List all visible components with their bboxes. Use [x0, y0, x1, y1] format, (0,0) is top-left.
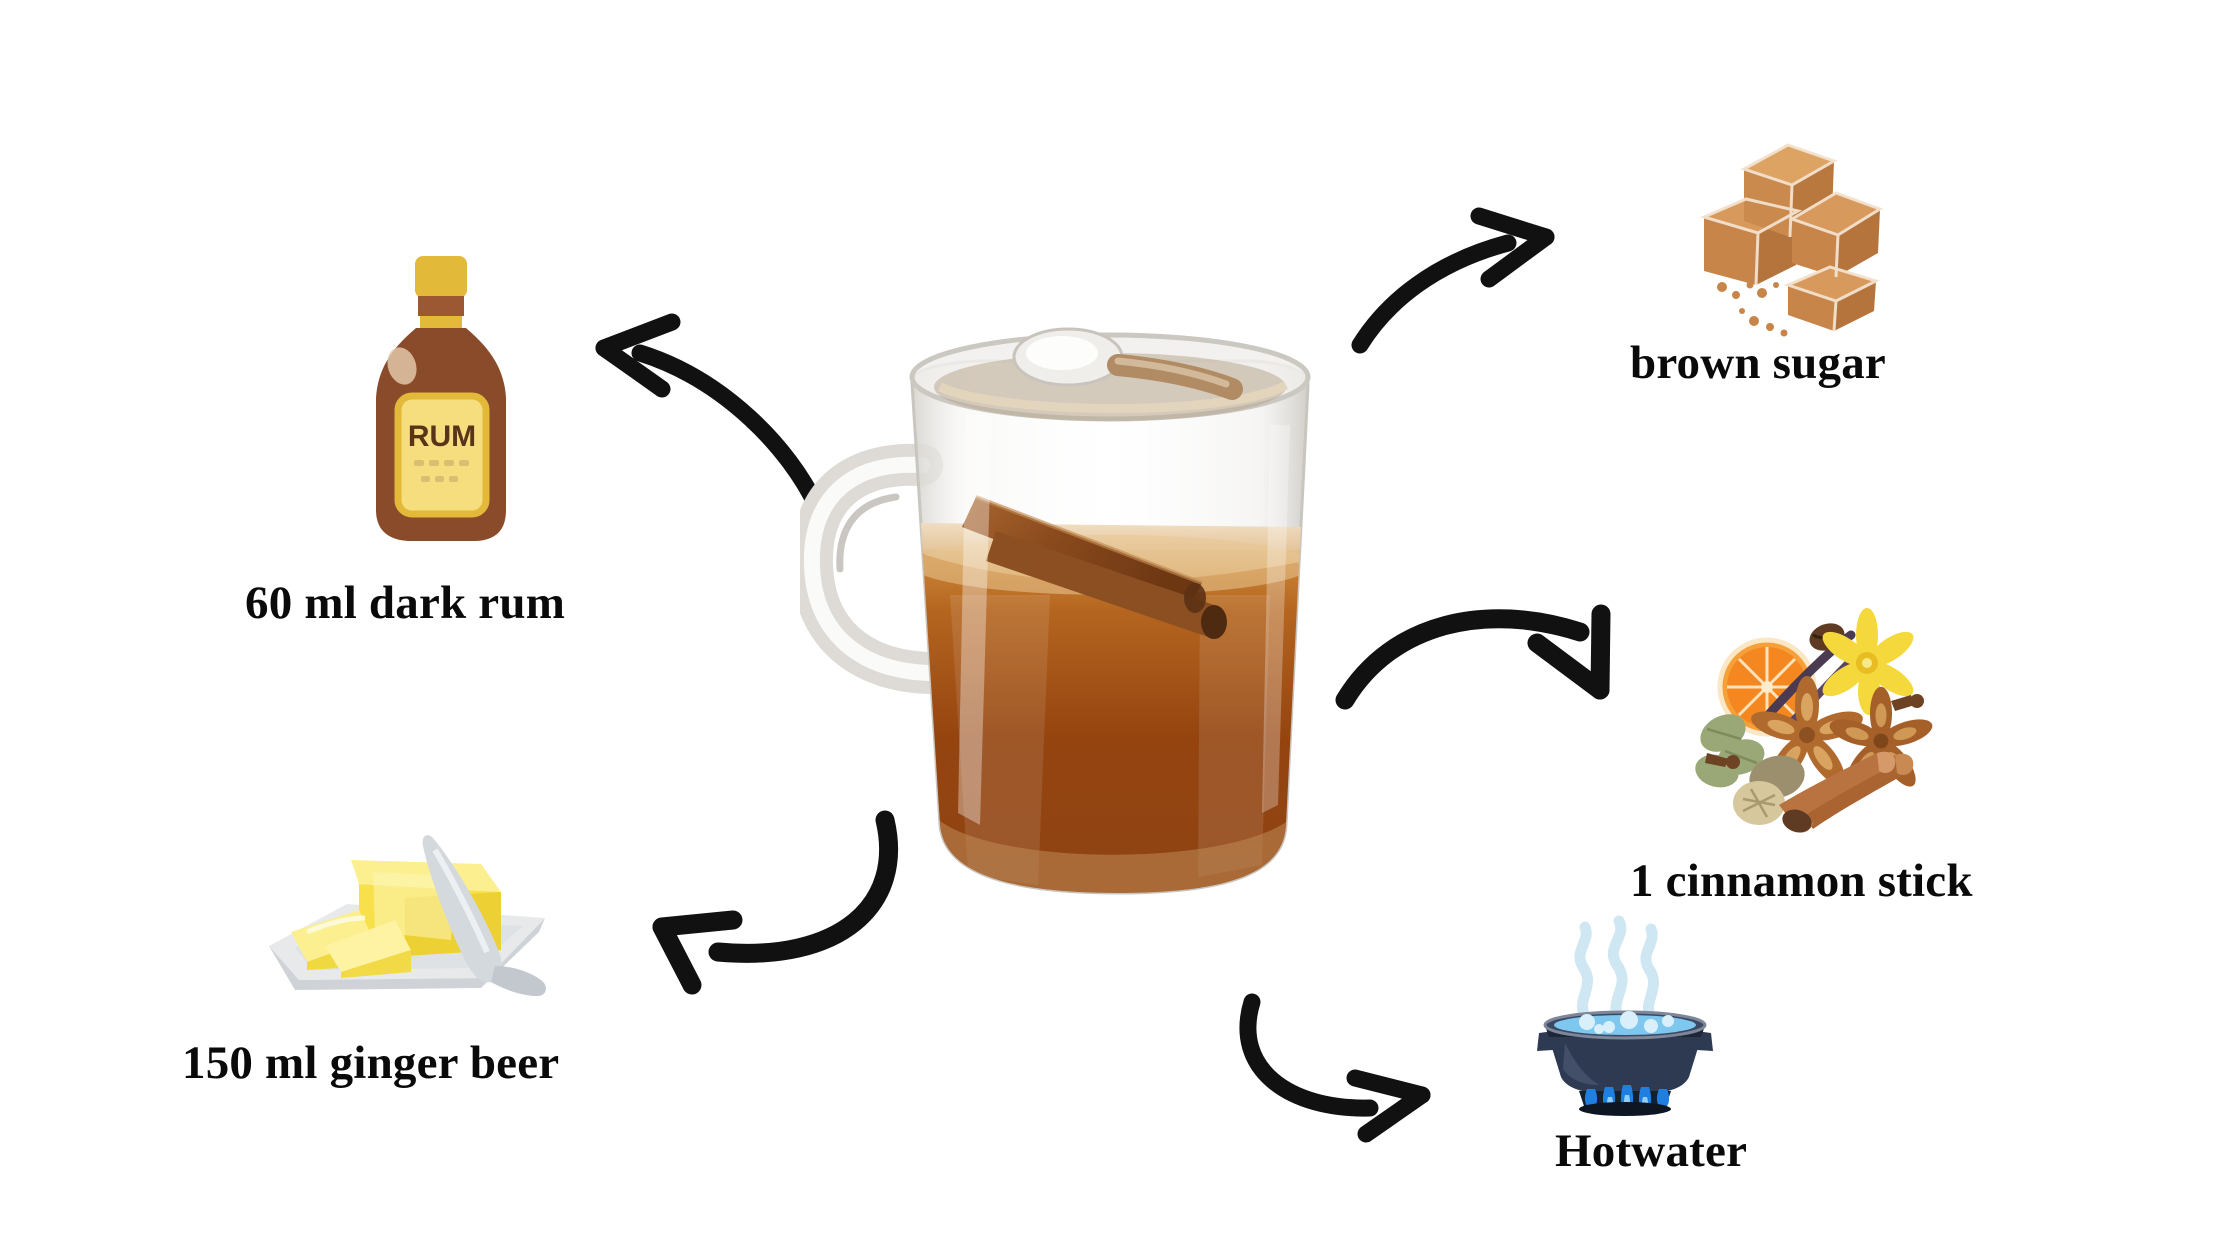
hot-buttered-rum-mug — [800, 327, 1311, 895]
cinnamon-stick-in-mug — [962, 495, 1227, 639]
mug-handle — [800, 443, 951, 694]
rum-bottle-icon: RUM — [340, 238, 540, 558]
ingredient-label-brown-sugar: brown sugar — [1630, 337, 1886, 389]
arrow-to-rum — [595, 313, 825, 514]
brown-sugar-cubes-icon — [1699, 125, 2020, 345]
ingredient-label-hot-water: Hotwater — [1555, 1125, 1748, 1177]
ingredient-label-cinnamon-stick: 1 cinnamon stick — [1630, 855, 1973, 907]
mixed-spices-icon — [1695, 605, 1955, 845]
boiling-pot-icon — [1525, 915, 1765, 1125]
spoon — [1012, 327, 1243, 400]
butter-dish-icon — [255, 820, 565, 1020]
ingredient-label-dark-rum: 60 ml dark rum — [245, 577, 566, 629]
ingredient-label-ginger-beer: 150 ml ginger beer — [182, 1037, 560, 1089]
glass-highlights — [958, 415, 1290, 825]
svg-text:RUM: RUM — [408, 420, 476, 453]
arrow-to-hot-water — [1239, 993, 1431, 1143]
